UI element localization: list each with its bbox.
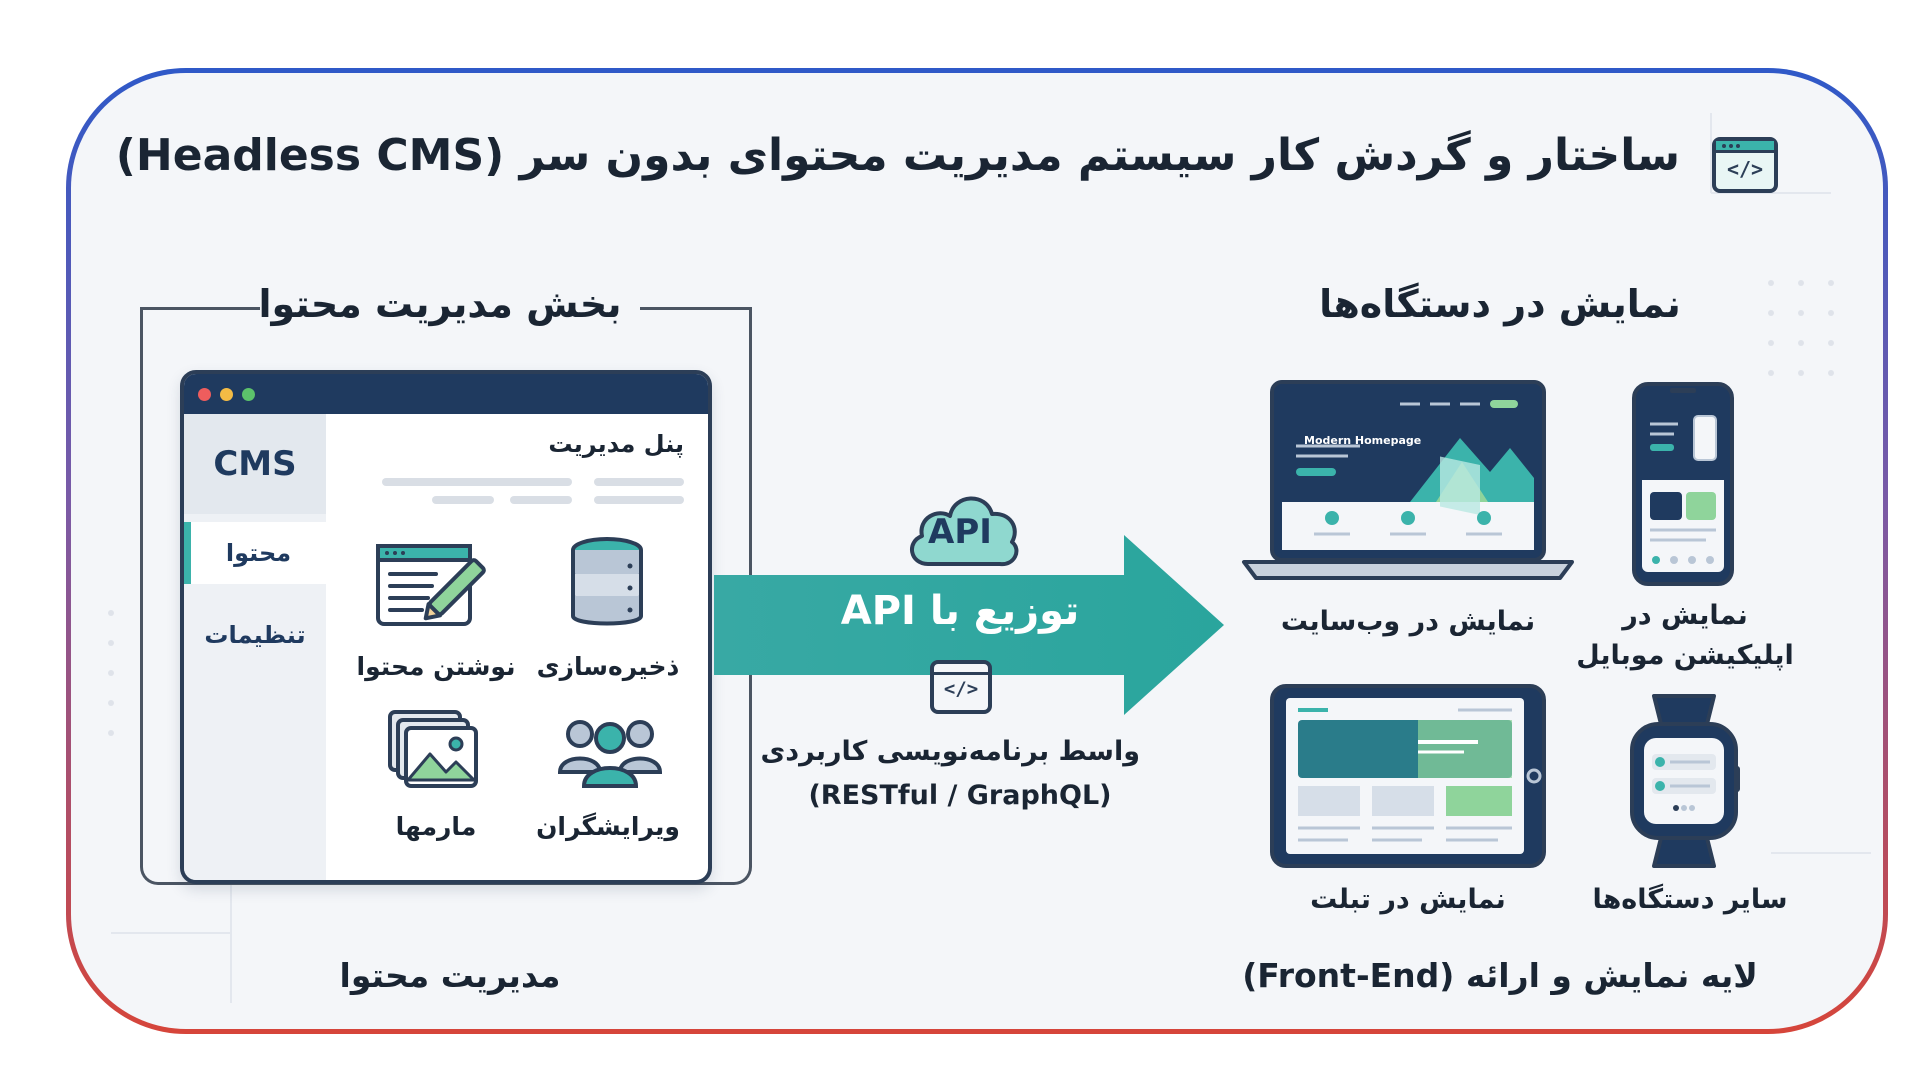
api-description: واسط برنامه‌نویسی کاربردی bbox=[760, 736, 1140, 767]
image-gallery-icon bbox=[388, 710, 478, 788]
cms-brand: CMS bbox=[184, 414, 326, 514]
sidebar-item-content[interactable]: محتوا bbox=[184, 522, 326, 584]
device-label-tablet: نمایش در تبلت bbox=[1310, 884, 1506, 915]
tile-label-media: مارمها bbox=[395, 812, 477, 841]
cms-admin-window: CMS محتوا تنظیمات پنل مدیریت نوشتن محتوا… bbox=[180, 370, 712, 884]
api-cloud-label: API bbox=[928, 512, 992, 552]
laptop-icon bbox=[1242, 380, 1574, 580]
close-dot-icon bbox=[198, 388, 211, 401]
cms-sidebar: CMS محتوا تنظیمات bbox=[184, 414, 326, 880]
pencil-document-icon bbox=[376, 544, 486, 626]
api-distribution-arrow bbox=[714, 535, 1224, 715]
window-titlebar bbox=[184, 374, 708, 414]
cloud-icon bbox=[910, 496, 1019, 567]
content-management-footer: مدیریت محتوا bbox=[339, 956, 561, 995]
tile-label-editors: ویرایشگران bbox=[536, 812, 680, 841]
tile-label-write-content: نوشتن محتوا bbox=[356, 652, 516, 681]
users-group-icon bbox=[558, 720, 662, 788]
content-management-heading: بخش مدیریت محتوا bbox=[258, 282, 622, 326]
panel-title: پنل مدیریت bbox=[548, 430, 684, 458]
tile-label-storage: ذخیره‌سازی bbox=[536, 652, 680, 681]
api-code-icon: </> bbox=[930, 660, 992, 714]
api-protocols: (RESTful / GraphQL) bbox=[808, 780, 1112, 811]
smartwatch-icon bbox=[1630, 694, 1740, 868]
smartphone-icon bbox=[1632, 382, 1734, 586]
sidebar-item-settings[interactable]: تنظیمات bbox=[204, 621, 306, 649]
device-label-other: سایر دستگاه‌ها bbox=[1592, 884, 1788, 915]
front-end-layer-footer: لایه نمایش و ارائه (Front-End) bbox=[1242, 956, 1758, 995]
code-window-icon: </> bbox=[1712, 137, 1778, 193]
minimize-dot-icon bbox=[220, 388, 233, 401]
maximize-dot-icon bbox=[242, 388, 255, 401]
laptop-screen-text: Modern Homepage bbox=[1304, 434, 1422, 447]
database-icon bbox=[571, 537, 643, 626]
device-label-mobile-line1: نمایش در bbox=[1622, 600, 1748, 631]
devices-heading: نمایش در دستگاه‌ها bbox=[1319, 282, 1681, 326]
api-distribution-label: توزیع با API bbox=[840, 588, 1080, 634]
diagram-title: ساختار و گردش کار سیستم مدیریت محتوای بد… bbox=[115, 130, 1680, 181]
device-label-mobile-line2: اپلیکیشن موبایل bbox=[1576, 640, 1794, 671]
tablet-icon bbox=[1270, 684, 1546, 868]
device-label-website: نمایش در وب‌سایت bbox=[1280, 606, 1536, 637]
